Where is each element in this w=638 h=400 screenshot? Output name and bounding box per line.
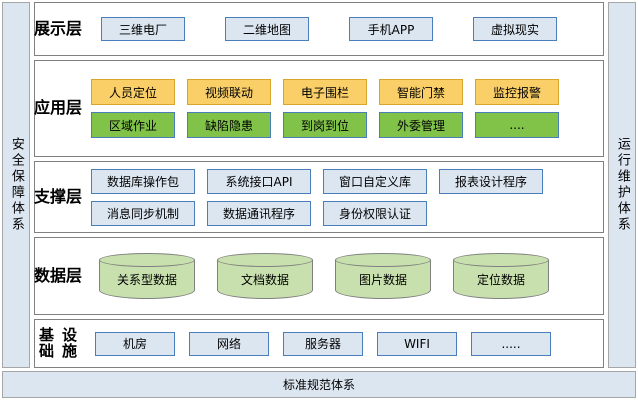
node-support[interactable]: 数据通讯程序 bbox=[207, 200, 311, 226]
node-display[interactable]: 二维地图 bbox=[225, 17, 309, 41]
data-store-cylinder[interactable]: 文档数据 bbox=[217, 253, 313, 299]
node-infrastructure[interactable]: 机房 bbox=[95, 331, 175, 356]
data-store-cylinder[interactable]: 图片数据 bbox=[335, 253, 431, 299]
layer-infrastructure-label: 基础设施 bbox=[38, 325, 77, 360]
layer-application-label: 应用层 bbox=[33, 98, 83, 118]
node-application[interactable]: 智能门禁 bbox=[379, 79, 463, 105]
data-store-cylinder[interactable]: 关系型数据 bbox=[99, 253, 195, 299]
standards-system-label: 标准规范体系 bbox=[282, 378, 355, 392]
node-application[interactable]: 视频联动 bbox=[187, 79, 271, 105]
node-application[interactable]: 电子围栏 bbox=[283, 79, 367, 105]
layer-data-body: 关系型数据 文档数据 图片数据 定位数据 bbox=[81, 253, 603, 299]
layer-data: 数据层 关系型数据 文档数据 图片数据 定位数据 bbox=[34, 237, 604, 315]
data-store-label: 文档数据 bbox=[240, 273, 289, 287]
layer-support-label: 支撑层 bbox=[33, 186, 83, 206]
node-infrastructure[interactable]: ..... bbox=[471, 331, 551, 356]
layer-data-label: 数据层 bbox=[33, 265, 83, 285]
left-rail-label: 安全保障体系 bbox=[8, 137, 24, 233]
data-store-label: 定位数据 bbox=[476, 273, 525, 287]
node-infrastructure[interactable]: WIFI bbox=[377, 331, 457, 356]
data-store-label: 关系型数据 bbox=[116, 273, 177, 287]
layer-support: 支撑层 数据库操作包系统接口API 窗口自定义库报表设计程序消息同步机制数据通讯程… bbox=[34, 161, 604, 233]
layer-application-body: 人员定位视频联动电子围栏智能门禁监控报警区域作业缺陷隐患到岗到位外委管理.... bbox=[81, 79, 603, 138]
layer-support-row: 消息同步机制数据通讯程序身份权限认证 bbox=[83, 200, 597, 226]
cylinder-top-icon bbox=[453, 253, 549, 267]
cylinder-top-icon bbox=[99, 253, 195, 267]
cylinder-top-icon bbox=[335, 253, 431, 267]
layer-data-row: 关系型数据 文档数据 图片数据 定位数据 bbox=[83, 253, 597, 299]
node-display[interactable]: 虚拟现实 bbox=[473, 17, 557, 41]
node-infrastructure[interactable]: 网络 bbox=[189, 331, 269, 356]
node-support[interactable]: 系统接口API bbox=[207, 168, 311, 194]
node-application[interactable]: 缺陷隐患 bbox=[187, 112, 271, 138]
layer-display: 展示层 三维电厂 二维地图 手机APP 虚拟现实 bbox=[34, 2, 604, 56]
layer-application-row: 人员定位视频联动电子围栏智能门禁监控报警 bbox=[83, 79, 597, 105]
node-application[interactable]: 外委管理 bbox=[379, 112, 463, 138]
node-support[interactable]: 数据库操作包 bbox=[91, 168, 195, 194]
layer-display-label: 展示层 bbox=[33, 18, 83, 38]
node-support[interactable]: 消息同步机制 bbox=[91, 200, 195, 226]
node-application[interactable]: 区域作业 bbox=[91, 112, 175, 138]
layer-display-row: 三维电厂 二维地图 手机APP 虚拟现实 bbox=[87, 17, 597, 41]
node-support[interactable]: 报表设计程序 bbox=[439, 168, 543, 194]
node-application[interactable]: 人员定位 bbox=[91, 79, 175, 105]
layer-display-body: 三维电厂 二维地图 手机APP 虚拟现实 bbox=[81, 17, 603, 41]
cylinder-top-icon bbox=[217, 253, 313, 267]
layer-application-row: 区域作业缺陷隐患到岗到位外委管理.... bbox=[83, 112, 597, 138]
node-display[interactable]: 三维电厂 bbox=[101, 17, 185, 41]
node-infrastructure[interactable]: 服务器 bbox=[283, 331, 363, 356]
layer-infrastructure: 基础设施 机房网络服务器 WIFI..... bbox=[34, 319, 604, 368]
node-application[interactable]: .... bbox=[475, 112, 559, 138]
layer-application: 应用层 人员定位视频联动电子围栏智能门禁监控报警区域作业缺陷隐患到岗到位外委管理… bbox=[34, 60, 604, 157]
data-store-cylinder[interactable]: 定位数据 bbox=[453, 253, 549, 299]
layer-infrastructure-row: 机房网络服务器 WIFI..... bbox=[83, 331, 597, 356]
right-rail-ops-maintenance-system: 运行维护体系 bbox=[608, 2, 636, 368]
layer-infrastructure-body: 机房网络服务器 WIFI..... bbox=[81, 331, 603, 356]
layer-support-body: 数据库操作包系统接口API 窗口自定义库报表设计程序消息同步机制数据通讯程序身份权… bbox=[81, 168, 603, 226]
node-display[interactable]: 手机APP bbox=[349, 17, 433, 41]
node-support[interactable]: 窗口自定义库 bbox=[323, 168, 427, 194]
node-application[interactable]: 到岗到位 bbox=[283, 112, 367, 138]
right-rail-label: 运行维护体系 bbox=[614, 137, 630, 233]
node-support[interactable]: 身份权限认证 bbox=[323, 200, 427, 226]
layer-support-row: 数据库操作包系统接口API 窗口自定义库报表设计程序 bbox=[83, 168, 597, 194]
data-store-label: 图片数据 bbox=[358, 273, 407, 287]
left-rail-security-system: 安全保障体系 bbox=[2, 2, 30, 368]
standards-system-bar: 标准规范体系 bbox=[2, 371, 636, 398]
node-application[interactable]: 监控报警 bbox=[475, 79, 559, 105]
